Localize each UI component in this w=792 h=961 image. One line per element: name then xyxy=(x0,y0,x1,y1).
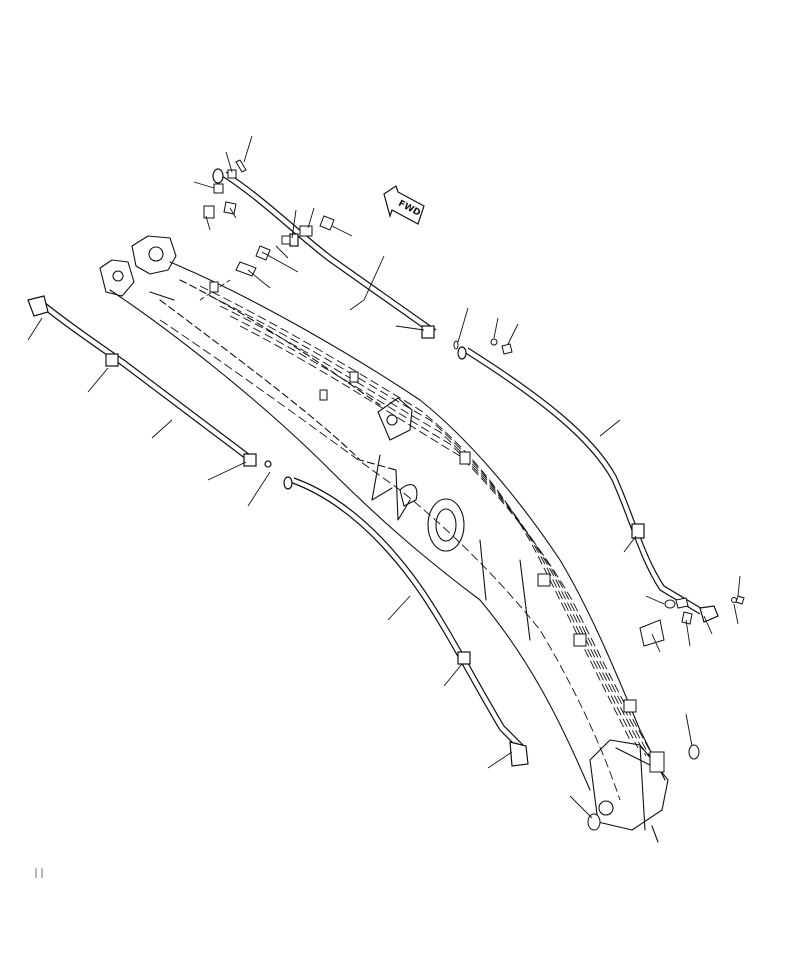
bolt-icon xyxy=(681,611,693,625)
loose-parts xyxy=(203,159,745,831)
clamp-icon xyxy=(631,523,645,539)
o-ring-icon xyxy=(453,340,459,350)
plate-icon xyxy=(639,619,665,647)
clamp-icon xyxy=(457,651,471,665)
o-ring-icon xyxy=(587,813,601,831)
clamp-icon xyxy=(623,699,637,713)
bolt-icon xyxy=(319,215,335,231)
top-right-pipe xyxy=(457,346,719,623)
clamp-icon xyxy=(319,389,328,401)
flange-icon xyxy=(212,168,224,184)
washer-icon xyxy=(281,235,291,245)
washer-icon xyxy=(664,599,676,609)
clamp-icon xyxy=(421,325,435,339)
leader-lines xyxy=(27,135,741,819)
clamp-icon xyxy=(573,633,587,647)
clamp-icon xyxy=(537,573,551,587)
fwd-direction-marker: FWD xyxy=(383,185,425,225)
clamp-icon xyxy=(649,751,665,773)
bolt-icon xyxy=(675,597,689,609)
o-ring-icon xyxy=(688,744,700,760)
flange-icon xyxy=(699,605,719,623)
plate-icon xyxy=(203,205,215,219)
clamp-icon xyxy=(243,453,257,467)
top-left-pipe xyxy=(212,168,437,339)
hose-bundle xyxy=(159,279,663,801)
corner-marks xyxy=(35,868,43,878)
flange-icon xyxy=(509,741,529,767)
center-pipe xyxy=(283,476,529,767)
boom-arm-assembly xyxy=(99,235,669,843)
o-ring-icon xyxy=(264,460,272,468)
bolt-icon xyxy=(235,159,247,173)
fwd-arrow-icon xyxy=(383,185,425,225)
bolt-icon xyxy=(501,343,513,355)
plate-icon xyxy=(299,225,313,237)
washer-icon xyxy=(227,169,237,179)
flange-icon xyxy=(283,476,293,490)
bolt-icon xyxy=(735,595,745,605)
washer-icon xyxy=(213,183,224,194)
bundle-clamps xyxy=(209,281,665,773)
clamp-icon xyxy=(209,281,219,293)
clamp-icon xyxy=(105,353,119,367)
flange-icon xyxy=(457,346,467,360)
clamp-icon xyxy=(289,233,299,247)
left-pipe xyxy=(27,295,272,468)
washer-icon xyxy=(490,338,498,346)
flange-icon xyxy=(27,295,49,317)
clamp-icon xyxy=(349,371,359,383)
clamp-icon xyxy=(459,451,471,465)
